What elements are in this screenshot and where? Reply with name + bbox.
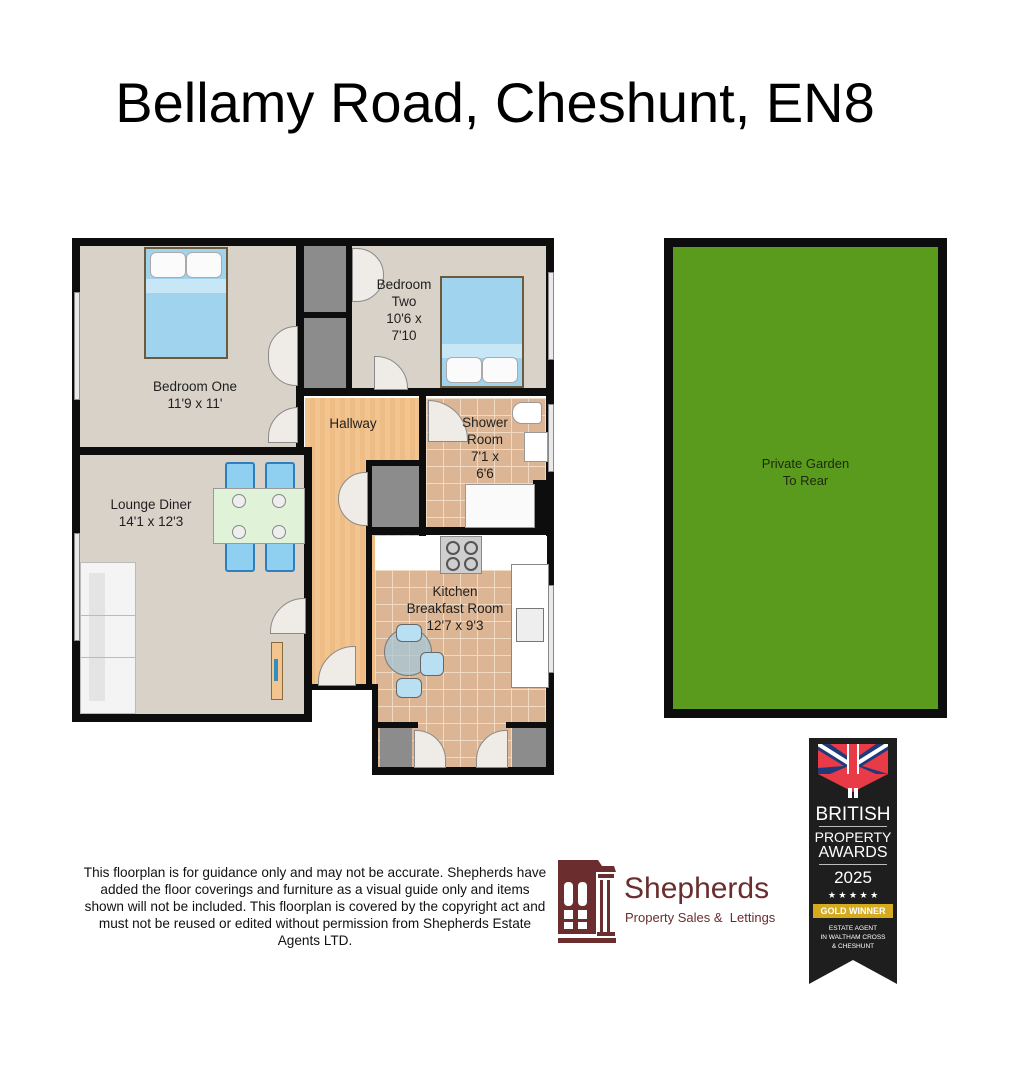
wall <box>72 447 306 455</box>
room-name: Two <box>391 294 417 309</box>
room-label-bedroom-two: Bedroom Two 10'6 x 7'10 <box>360 276 448 344</box>
garden-label: Private Garden To Rear <box>673 455 938 489</box>
room-dimensions: 7'1 x <box>470 449 500 464</box>
house-window-icon <box>848 788 858 798</box>
award-line2: PROPERTY <box>814 829 892 845</box>
award-stars: ★ ★ ★ ★ ★ <box>827 890 879 900</box>
room-name: Kitchen <box>432 584 478 599</box>
wall <box>378 722 418 728</box>
wall <box>372 684 378 774</box>
double-bed <box>144 247 228 359</box>
dining-table <box>213 488 305 544</box>
union-flag-icon <box>818 744 888 792</box>
wall <box>419 396 426 536</box>
room-dimensions: 11'9 x 11' <box>167 396 223 411</box>
room-dimensions: 10'6 x <box>386 311 422 326</box>
sofa <box>80 562 136 714</box>
room-label-lounge-diner: Lounge Diner 14'1 x 12'3 <box>96 496 206 530</box>
disclaimer-text: This floorplan is for guidance only and … <box>83 865 547 948</box>
gold-winner-ribbon: GOLD WINNER <box>813 904 893 918</box>
ribbon-shape <box>809 738 897 984</box>
garden-label-line: To Rear <box>782 473 829 488</box>
wall <box>304 312 348 318</box>
award-line1: BRITISH <box>815 804 891 825</box>
window <box>74 533 80 641</box>
room-dimensions: 6'6 <box>476 466 494 481</box>
room-name: Lounge Diner <box>110 497 192 512</box>
kitchen-sink <box>516 608 544 642</box>
hob <box>440 536 482 574</box>
wall <box>72 238 80 722</box>
room-name: Breakfast Room <box>406 601 504 616</box>
wall <box>296 238 304 448</box>
storage-cupboard <box>380 728 412 767</box>
award-category-line: ESTATE AGENT <box>828 925 878 932</box>
room-dimensions: 12'7 x 9'3 <box>426 618 484 633</box>
room-dimensions: 14'1 x 12'3 <box>118 514 184 529</box>
room-name: Room <box>466 432 503 447</box>
chair <box>396 678 422 698</box>
award-year: 2025 <box>834 868 872 887</box>
wall <box>366 527 554 535</box>
wall <box>72 238 554 246</box>
shepherds-logo: Shepherds Property Sales & Lettings <box>558 858 778 944</box>
wall <box>533 480 547 527</box>
private-garden: Private Garden To Rear <box>664 238 947 718</box>
award-category: ESTATE AGENT IN WALTHAM CROSS & CHESHUNT <box>809 924 897 951</box>
wall <box>372 767 554 775</box>
storage-cupboard <box>372 466 419 527</box>
shower-tray <box>465 484 535 528</box>
chair <box>396 624 422 642</box>
room-name: Shower <box>462 415 508 430</box>
wall <box>72 714 312 722</box>
wall <box>304 447 312 722</box>
garden-label-line: Private Garden <box>761 456 850 471</box>
award-line3: AWARDS <box>818 844 888 861</box>
wall <box>366 460 372 690</box>
room-label-shower-room: Shower Room 7'1 x 6'6 <box>446 414 524 482</box>
room-name: Bedroom <box>376 277 432 292</box>
room-label-kitchen: Kitchen Breakfast Room 12'7 x 9'3 <box>400 583 510 634</box>
wall <box>304 388 554 396</box>
chair <box>420 652 444 676</box>
wall <box>366 460 426 466</box>
storage-cupboard <box>512 728 546 767</box>
building-columns-icon <box>558 860 616 943</box>
award-category-line: IN WALTHAM CROSS <box>820 934 886 941</box>
page-title: Bellamy Road, Cheshunt, EN8 <box>115 71 875 134</box>
wall <box>506 722 548 728</box>
window <box>548 272 554 360</box>
room-label-bedroom-one: Bedroom One 11'9 x 11' <box>110 378 280 412</box>
window <box>74 292 80 400</box>
brand-name: Shepherds <box>624 872 770 905</box>
floorplan: Bedroom One 11'9 x 11' Bedroom Two 10'6 … <box>0 0 660 780</box>
wash-basin <box>524 432 548 462</box>
room-dimensions: 7'10 <box>391 328 417 343</box>
wall <box>346 238 352 393</box>
double-bed <box>440 276 524 388</box>
garden-lawn: Private Garden To Rear <box>673 247 938 709</box>
brand-tagline: Property Sales & Lettings <box>625 910 776 925</box>
tv-unit <box>271 642 283 700</box>
wall <box>312 684 374 690</box>
wardrobe <box>304 318 346 388</box>
room-name: Bedroom One <box>152 379 238 394</box>
award-category-line: & CHESHUNT <box>831 943 875 950</box>
room-name: Hallway <box>329 416 377 431</box>
award-badge: BRITISH PROPERTY AWARDS 2025 ★ ★ ★ ★ ★ G… <box>809 738 897 984</box>
wall <box>546 238 554 772</box>
wardrobe <box>304 246 346 312</box>
window <box>548 404 554 472</box>
toilet <box>512 402 542 424</box>
room-label-hallway: Hallway <box>318 415 388 432</box>
